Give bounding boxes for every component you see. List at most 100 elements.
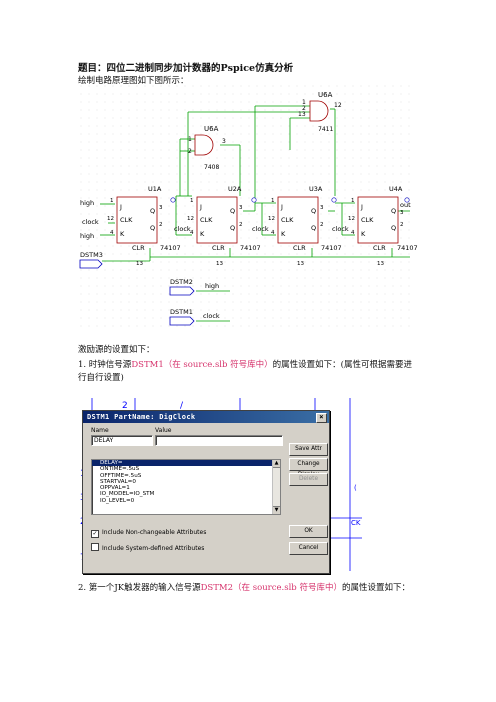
svg-text:J: J bbox=[199, 203, 202, 211]
svg-text:CLK: CLK bbox=[200, 216, 213, 224]
ok-button[interactable]: OK bbox=[289, 525, 328, 538]
dstm1-net: clock bbox=[203, 312, 220, 320]
svg-text:K: K bbox=[120, 230, 125, 238]
dialog-title: DSTM1 PartName: DigClock bbox=[87, 413, 196, 421]
svg-text:4: 4 bbox=[271, 230, 275, 236]
svg-text:Q: Q bbox=[311, 224, 316, 232]
schematic-svg: U6A 1 2 13 12 7411 U6A 1 2 3 7408 U1A J … bbox=[79, 85, 418, 330]
scroll-up-icon[interactable]: ▲ bbox=[273, 460, 280, 468]
svg-text:4: 4 bbox=[351, 230, 355, 236]
svg-text:13: 13 bbox=[136, 261, 143, 267]
svg-text:CK: CK bbox=[351, 519, 361, 527]
svg-text:(: ( bbox=[354, 484, 357, 492]
svg-text:out: out bbox=[400, 201, 411, 209]
chk-nonchangeable[interactable]: ✓Include Non-changeable Attributes bbox=[91, 529, 207, 538]
svg-text:J: J bbox=[119, 203, 122, 211]
svg-text:CLK: CLK bbox=[281, 216, 294, 224]
svg-text:12: 12 bbox=[187, 216, 194, 222]
value-label: Value bbox=[155, 427, 172, 434]
attribute-list-item[interactable]: STARTVAL=0 bbox=[100, 478, 136, 485]
save-attr-button[interactable]: Save Attr bbox=[289, 443, 328, 456]
intro-line: 绘制电路原理图如下图所示： bbox=[78, 76, 189, 86]
circuit-schematic: U6A 1 2 13 12 7411 U6A 1 2 3 7408 U1A J … bbox=[79, 85, 418, 330]
u6a-mid-ref: U6A bbox=[204, 125, 219, 133]
svg-text:U3A: U3A bbox=[309, 185, 323, 193]
close-icon[interactable]: × bbox=[316, 413, 327, 423]
u6a-top-ref: U6A bbox=[318, 91, 333, 99]
attribute-list-item[interactable]: IO_LEVEL=0 bbox=[100, 497, 135, 504]
dialog-titlebar[interactable]: DSTM1 PartName: DigClock × bbox=[83, 411, 329, 423]
svg-text:Q: Q bbox=[391, 224, 396, 232]
svg-text:CLR: CLR bbox=[373, 244, 386, 252]
svg-text:high: high bbox=[80, 199, 94, 207]
svg-text:74107: 74107 bbox=[160, 244, 181, 252]
cancel-button[interactable]: Cancel bbox=[289, 542, 328, 555]
svg-text:1: 1 bbox=[188, 136, 192, 143]
dstm3-label: DSTM3 bbox=[80, 251, 103, 259]
change-display-button[interactable]: Change Display bbox=[289, 458, 328, 478]
svg-text:74107: 74107 bbox=[240, 244, 261, 252]
document-title: 题目：四位二进制同步加计数器的Pspice仿真分析 bbox=[78, 63, 294, 74]
svg-text:13: 13 bbox=[216, 261, 223, 267]
svg-text:4: 4 bbox=[190, 230, 194, 236]
dstm2-net: high bbox=[205, 282, 219, 290]
svg-text:3: 3 bbox=[222, 138, 226, 145]
u6a-top-part: 7411 bbox=[318, 126, 333, 133]
svg-text:CLR: CLR bbox=[132, 244, 145, 252]
svg-text:Q: Q bbox=[311, 207, 316, 215]
dstm2-label: DSTM2 bbox=[170, 278, 193, 286]
attribute-list-item[interactable]: ONTIME=.5uS bbox=[100, 466, 140, 473]
checkbox-nonchangeable[interactable]: ✓ bbox=[91, 530, 99, 538]
svg-text:1: 1 bbox=[351, 198, 355, 204]
svg-text:2: 2 bbox=[159, 222, 163, 228]
svg-text:U2A: U2A bbox=[228, 185, 242, 193]
svg-text:Q: Q bbox=[391, 207, 396, 215]
svg-text:2: 2 bbox=[302, 105, 306, 112]
dstm2-symbol bbox=[169, 286, 195, 296]
svg-text:1: 1 bbox=[110, 198, 114, 204]
svg-text:2: 2 bbox=[188, 148, 192, 155]
attribute-list-scrollbar[interactable]: ▲ ▼ bbox=[272, 460, 280, 514]
svg-text:Q: Q bbox=[150, 224, 155, 232]
svg-text:clock: clock bbox=[332, 225, 349, 233]
svg-text:2: 2 bbox=[122, 401, 128, 411]
svg-text:1: 1 bbox=[302, 99, 306, 106]
svg-text:K: K bbox=[361, 230, 366, 238]
value-field[interactable] bbox=[155, 435, 283, 446]
svg-text:3: 3 bbox=[239, 205, 243, 211]
svg-text:3: 3 bbox=[159, 205, 163, 211]
svg-text:2: 2 bbox=[400, 222, 404, 228]
dstm1-label: DSTM1 bbox=[170, 308, 193, 316]
name-field[interactable]: DELAY bbox=[91, 435, 153, 446]
paragraph-clock-settings: 1. 时钟信号源DSTM1（在 source.slb 符号库中）的属性设置如下：… bbox=[78, 360, 412, 383]
svg-text:CLK: CLK bbox=[361, 216, 374, 224]
svg-text:J: J bbox=[280, 203, 283, 211]
svg-text:Q: Q bbox=[230, 207, 235, 215]
u6a-mid-part: 7408 bbox=[204, 164, 219, 171]
svg-text:1: 1 bbox=[190, 198, 194, 204]
svg-text:3: 3 bbox=[400, 210, 404, 216]
name-label: Name bbox=[91, 427, 109, 434]
svg-text:clock: clock bbox=[82, 218, 99, 226]
checkbox-system-defined[interactable] bbox=[91, 543, 99, 551]
dstm1-symbol bbox=[169, 316, 195, 326]
scroll-down-icon[interactable]: ▼ bbox=[273, 506, 280, 514]
attribute-list-item[interactable]: DELAY= bbox=[92, 460, 280, 467]
svg-text:13: 13 bbox=[297, 261, 304, 267]
svg-text:12: 12 bbox=[348, 216, 355, 222]
svg-text:12: 12 bbox=[268, 216, 275, 222]
attribute-list-item[interactable]: OFFTIME=.5uS bbox=[100, 472, 142, 479]
attribute-list-item[interactable]: IO_MODEL=IO_STM bbox=[100, 491, 155, 498]
chk-system-defined[interactable]: Include System-defined Attributes bbox=[91, 543, 204, 552]
attribute-list-item[interactable]: OPPVAL=1 bbox=[100, 485, 130, 492]
delete-button[interactable]: Delete bbox=[289, 473, 328, 486]
svg-text:K: K bbox=[200, 230, 205, 238]
svg-text:clock: clock bbox=[174, 225, 191, 233]
part-attributes-dialog: DSTM1 PartName: DigClock × Name Value DE… bbox=[82, 410, 330, 574]
svg-text:U1A: U1A bbox=[148, 185, 162, 193]
svg-text:4: 4 bbox=[110, 230, 114, 236]
svg-text:clock: clock bbox=[252, 225, 269, 233]
svg-text:2: 2 bbox=[239, 222, 243, 228]
svg-text:Q: Q bbox=[230, 224, 235, 232]
